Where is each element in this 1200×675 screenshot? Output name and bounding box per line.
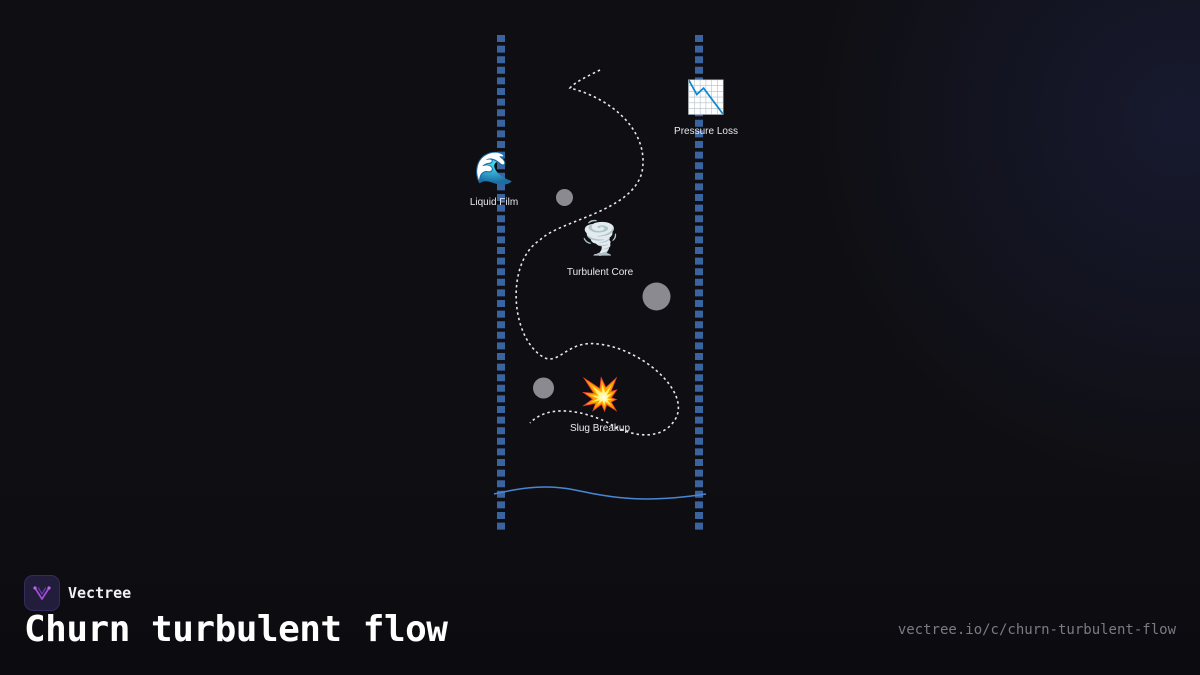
slug-breakup-label: Slug Breakup xyxy=(570,423,630,434)
vectree-logo-icon xyxy=(24,575,60,611)
bubble xyxy=(556,189,573,206)
footer: Vectree Churn turbulent flow vectree.io/… xyxy=(24,575,1176,655)
collision-icon: 💥 xyxy=(580,376,620,413)
chart-decreasing-icon: 📉 xyxy=(686,79,726,115)
source-url-link[interactable]: vectree.io/c/churn-turbulent-flow xyxy=(897,622,1176,638)
bubble xyxy=(642,282,671,311)
pressure-loss-label: Pressure Loss xyxy=(674,126,738,137)
brand-name: Vectree xyxy=(68,584,132,602)
bubble xyxy=(533,377,554,399)
tornado-icon: 🌪️ xyxy=(580,219,620,257)
brand[interactable]: Vectree xyxy=(24,575,131,611)
water-wave-icon: 🌊 xyxy=(474,150,514,186)
turbulent-core-label: Turbulent Core xyxy=(567,267,634,278)
interface-wave xyxy=(493,486,707,500)
liquid-film-label: Liquid Film xyxy=(470,197,518,208)
page-title: Churn turbulent flow xyxy=(24,609,448,650)
churn-flow-path xyxy=(515,69,680,436)
